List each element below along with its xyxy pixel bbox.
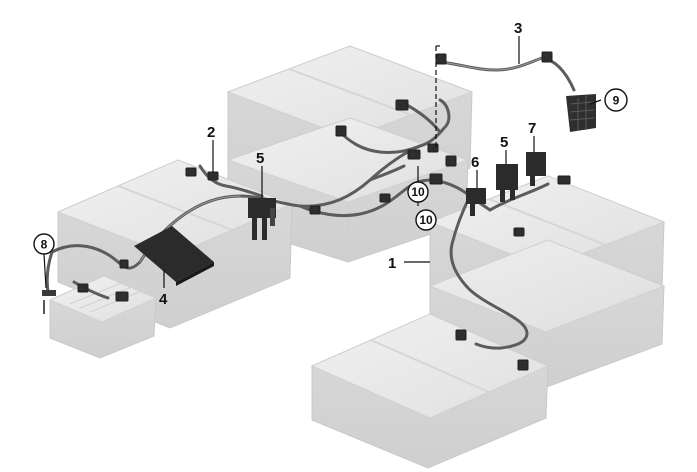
callout-10-lower: 10 xyxy=(415,209,437,231)
battery-module-bottom xyxy=(310,313,550,469)
contactor-5-right xyxy=(496,164,518,202)
callout-label-5-right: 5 xyxy=(500,134,508,151)
callout-6: 6 xyxy=(471,154,479,171)
callout-4: 4 xyxy=(159,291,168,308)
callout-label-3: 3 xyxy=(514,20,522,37)
callout-7: 7 xyxy=(528,120,536,137)
callout-label-10-lower: 10 xyxy=(419,213,433,227)
callout-10-upper: 10 xyxy=(407,181,429,203)
terminal-8 xyxy=(42,290,56,314)
callout-label-1: 1 xyxy=(388,255,396,272)
callout-leaders xyxy=(43,36,602,289)
guide-lines xyxy=(417,45,440,206)
callout-5-left: 5 xyxy=(256,150,264,167)
callout-9: 9 xyxy=(604,88,628,112)
callout-label-8: 8 xyxy=(41,238,48,252)
callout-label-9: 9 xyxy=(613,94,620,108)
callout-label-5-left: 5 xyxy=(256,150,264,167)
callout-label-7: 7 xyxy=(528,120,536,137)
bracket-4 xyxy=(134,226,214,286)
callout-label-10-upper: 10 xyxy=(411,185,425,199)
control-module-9 xyxy=(566,94,596,132)
contactor-5-left xyxy=(248,198,276,240)
callout-2: 2 xyxy=(207,124,215,141)
callout-label-4: 4 xyxy=(159,291,168,308)
callout-3: 3 xyxy=(514,20,522,37)
callout-8: 8 xyxy=(33,233,55,255)
callout-5-right: 5 xyxy=(500,134,508,151)
contactor-6 xyxy=(466,188,486,216)
contactor-7 xyxy=(526,152,546,186)
callout-label-6: 6 xyxy=(471,154,479,171)
battery-module-small-front-left xyxy=(48,275,158,359)
callout-label-2: 2 xyxy=(207,124,215,141)
connectors xyxy=(77,51,571,371)
callout-1: 1 xyxy=(388,255,396,272)
